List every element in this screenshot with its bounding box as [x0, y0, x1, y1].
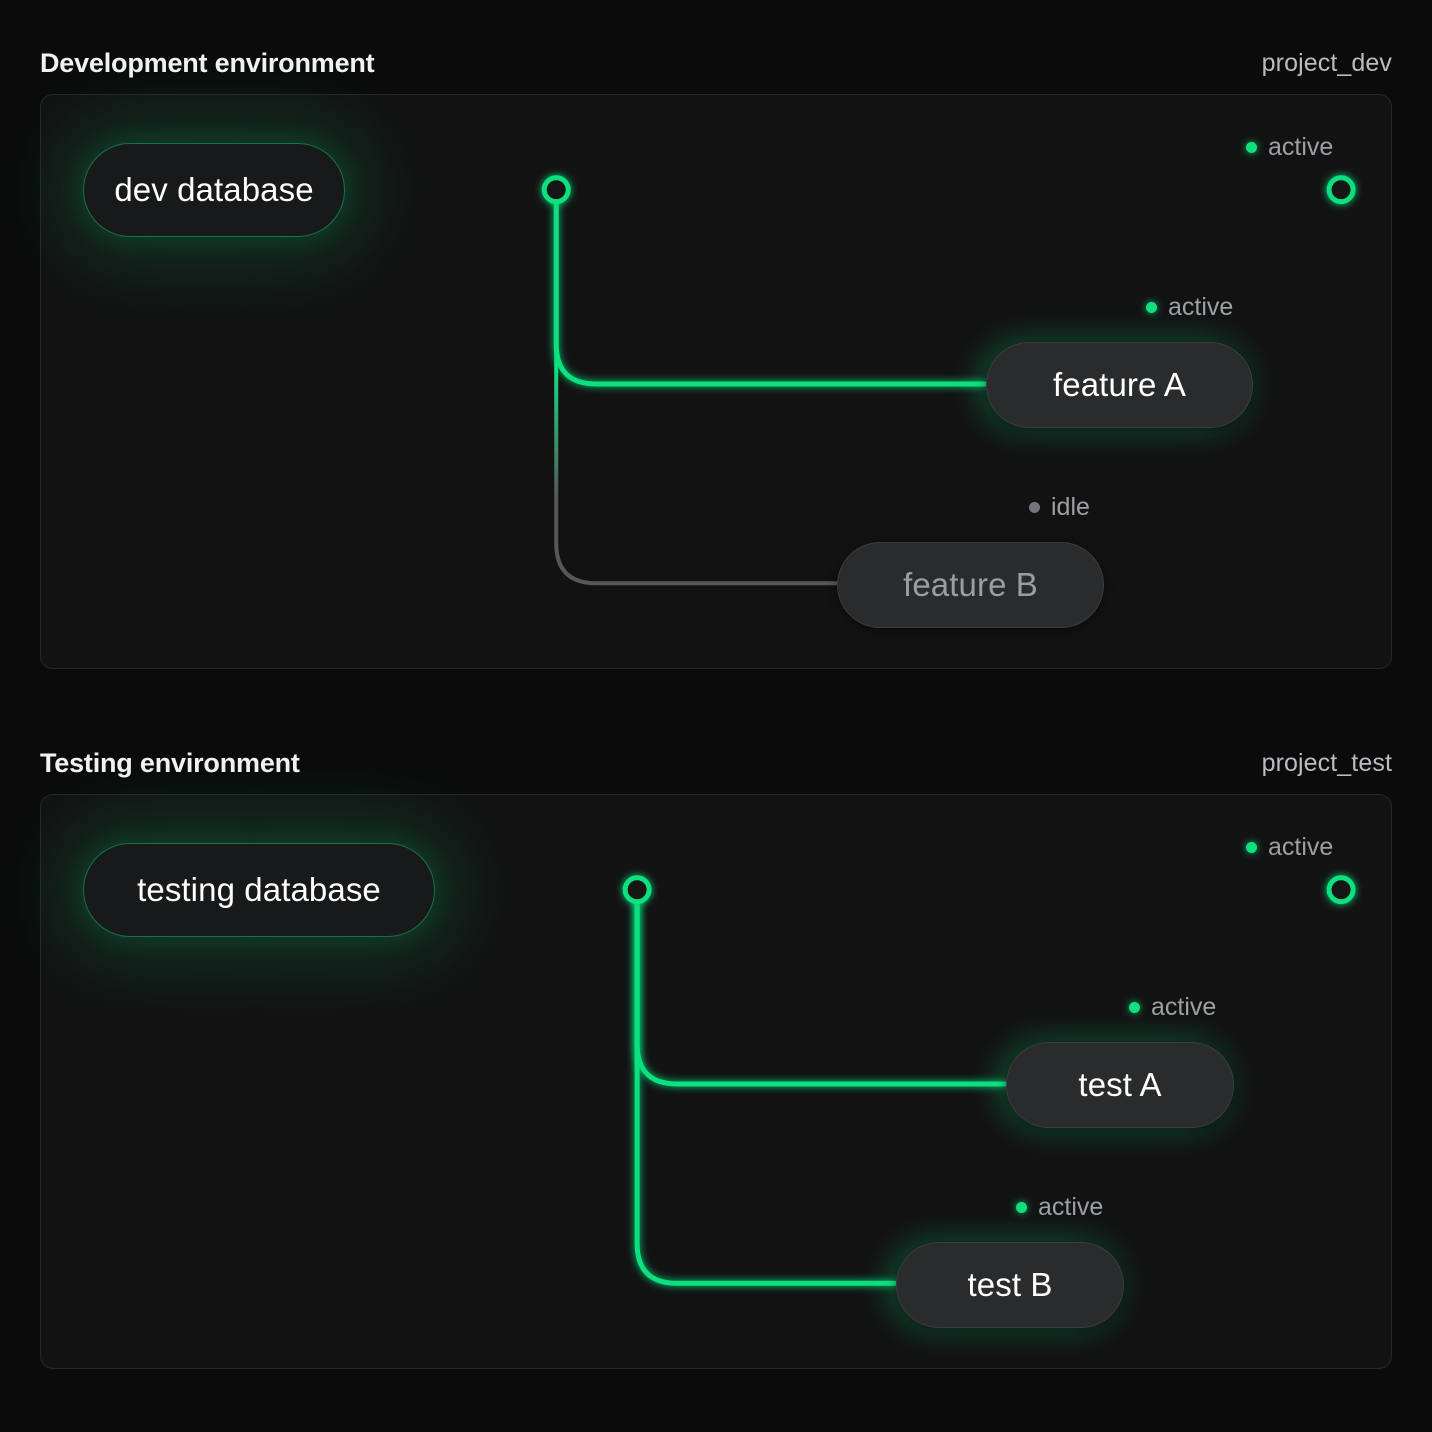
status-endpoint-dev-label: active [1268, 133, 1334, 161]
edge-junction-to-feature-a [553, 187, 988, 387]
edge-junction-to-feature-b [554, 187, 842, 586]
node-feature-a[interactable]: feature A [986, 342, 1253, 428]
node-feature-b-label: feature B [903, 566, 1038, 603]
status-feature-b-label: idle [1051, 493, 1090, 521]
node-test-b[interactable]: test B [896, 1242, 1124, 1328]
section-testing: Testing environment project_test test [40, 732, 1392, 1369]
node-test-a[interactable]: test A [1006, 1042, 1234, 1128]
status-dot-icon [1146, 302, 1157, 313]
junction-node-test [622, 875, 652, 905]
junction-node-dev [541, 175, 571, 205]
node-dev-database[interactable]: dev database [83, 143, 345, 237]
section-development: Development environment project_dev [40, 32, 1392, 669]
status-endpoint-test: active [1246, 833, 1333, 862]
endpoint-node-test [1326, 875, 1356, 905]
development-panel: dev database active active feature A idl… [40, 94, 1392, 669]
status-dot-icon [1016, 1202, 1027, 1213]
node-testing-database[interactable]: testing database [83, 843, 435, 937]
node-testing-database-label: testing database [137, 871, 381, 908]
development-header: Development environment project_dev [40, 32, 1392, 94]
status-test-a-label: active [1151, 993, 1217, 1021]
testing-header: Testing environment project_test [40, 732, 1392, 794]
node-test-a-label: test A [1078, 1066, 1162, 1103]
page-title-testing: Testing environment [40, 747, 300, 778]
status-endpoint-dev: active [1246, 133, 1333, 162]
endpoint-node-dev [1326, 175, 1356, 205]
node-test-b-label: test B [967, 1266, 1053, 1303]
node-dev-database-label: dev database [114, 171, 314, 208]
node-feature-a-label: feature A [1053, 366, 1186, 403]
testing-panel: testing database active active test A ac… [40, 794, 1392, 1369]
status-dot-icon [1129, 1002, 1140, 1013]
project-name-development: project_dev [1261, 48, 1392, 77]
status-dot-icon [1029, 502, 1040, 513]
node-feature-b[interactable]: feature B [837, 542, 1104, 628]
status-feature-a-label: active [1168, 293, 1234, 321]
status-feature-a: active [1146, 293, 1233, 322]
edge-junction-to-test-b [634, 887, 898, 1286]
status-feature-b: idle [1029, 493, 1090, 522]
status-endpoint-test-label: active [1268, 833, 1334, 861]
status-test-b: active [1016, 1193, 1103, 1222]
page-title-development: Development environment [40, 47, 375, 78]
status-test-b-label: active [1038, 1193, 1104, 1221]
project-name-testing: project_test [1261, 748, 1392, 777]
status-dot-icon [1246, 142, 1257, 153]
status-test-a: active [1129, 993, 1216, 1022]
edge-junction-to-test-a [634, 887, 1008, 1087]
status-dot-icon [1246, 842, 1257, 853]
